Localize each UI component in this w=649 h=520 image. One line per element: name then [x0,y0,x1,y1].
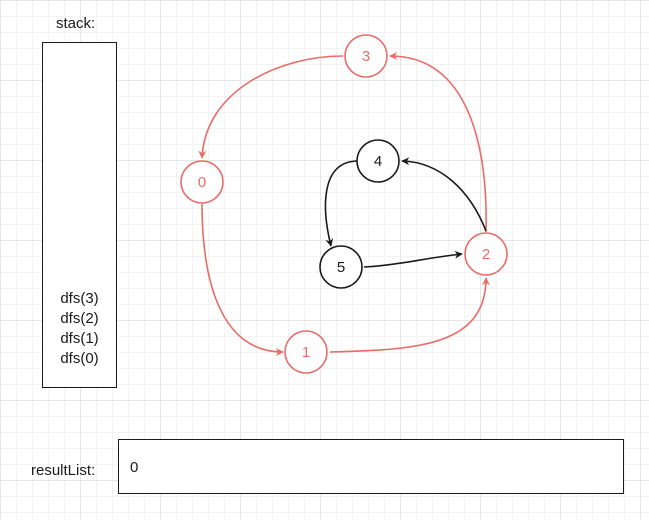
graph-node-1: 1 [284,330,328,374]
edge-4-to-5 [324,160,358,247]
stack-box: dfs(3) dfs(2) dfs(1) dfs(0) [42,42,117,388]
stack-label: stack: [56,15,96,32]
edge-2-to-4 [401,157,487,232]
node-circle [464,232,508,276]
edge-2-to-3 [389,52,487,233]
edge-3-to-0 [198,55,344,159]
graph-node-2: 2 [464,232,508,276]
node-label: 1 [302,344,310,361]
graph-node-0: 0 [180,160,224,204]
stack-item: dfs(1) [60,330,99,347]
edge-1-to-2 [329,277,490,353]
node-label: 4 [374,153,382,170]
node-label: 5 [337,259,345,276]
graph-node-4: 4 [356,139,400,183]
node-label: 0 [198,174,206,191]
edge-0-to-1 [201,203,284,356]
node-circle [356,139,400,183]
nodes-layer: 0 1 2 3 4 5 [180,34,508,374]
result-list-box: 0 [118,439,624,494]
graph-node-3: 3 [344,34,388,78]
result-list-label: resultList: [31,462,96,479]
edge-5-to-2 [363,250,463,268]
node-label: 3 [362,48,370,65]
result-list-value: 0 [130,459,139,476]
node-circle [284,330,328,374]
node-label: 2 [482,246,490,263]
graph-node-5: 5 [319,245,363,289]
stack-item: dfs(0) [60,350,99,367]
node-circle [180,160,224,204]
stack-item: dfs(2) [60,310,99,327]
stack-item: dfs(3) [60,290,99,307]
edges-layer [198,52,490,356]
node-circle [319,245,363,289]
node-circle [344,34,388,78]
stack-items: dfs(3) dfs(2) dfs(1) dfs(0) [43,289,116,369]
